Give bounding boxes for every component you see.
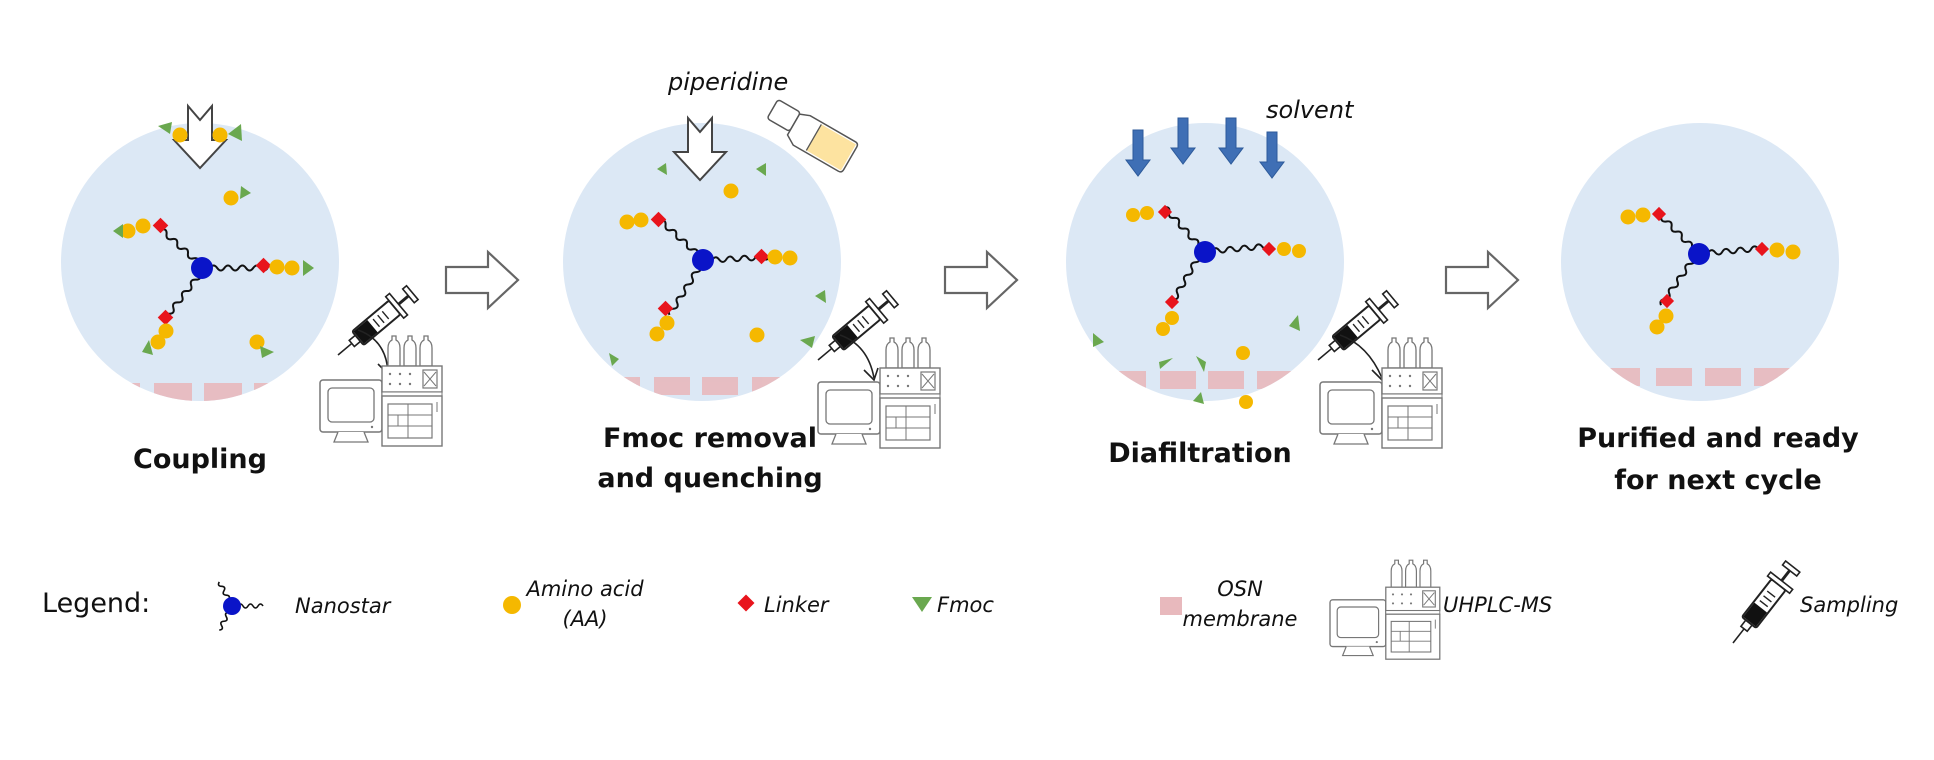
legend-item-sampling: Sampling	[1720, 556, 1898, 654]
legend-item-linker: Linker	[737, 593, 830, 617]
amino-acid-icon	[503, 596, 521, 614]
step-arrow-2	[943, 250, 1019, 310]
linker-icon	[737, 594, 755, 612]
legend-label: Fmoc	[937, 593, 994, 617]
legend-label: OSN	[1217, 577, 1263, 601]
syringe-icon	[1720, 556, 1806, 654]
stage-label-diafiltration: Diafiltration	[1108, 438, 1292, 469]
legend-item-amino-acid: Amino acid (AA)	[503, 577, 644, 631]
reagent-label-solvent: solvent	[1266, 96, 1355, 124]
step-arrow-1	[444, 250, 520, 310]
legend-label: (AA)	[562, 607, 607, 631]
fmoc-icon	[912, 597, 932, 612]
nanostar	[113, 217, 314, 355]
nanostar	[1620, 206, 1801, 335]
legend-label: Linker	[764, 593, 830, 617]
stage-label-purified-line2: for next cycle	[1614, 465, 1821, 496]
legend-label: Nanostar	[295, 594, 392, 618]
stage-fmoc-removal: piperidine Fmoc removal and quenching	[563, 68, 941, 494]
stage-label-fmoc-removal-line2: and quenching	[597, 463, 822, 494]
uhplc-ms-icon	[1329, 559, 1441, 660]
uhplc-ms-icon	[1319, 337, 1443, 449]
step-arrow-3	[1444, 250, 1520, 310]
nanostar-icon	[216, 580, 264, 632]
membrane-icon	[1160, 597, 1182, 615]
sampling-arrow	[839, 334, 875, 379]
piperidine-vial	[767, 99, 859, 173]
stage-label-fmoc-removal-line1: Fmoc removal	[603, 423, 817, 454]
nanostar	[1126, 204, 1306, 336]
sampling-arrow	[1339, 334, 1383, 379]
legend-item-membrane: OSN membrane	[1160, 577, 1297, 631]
legend: Legend: Nanostar Amino acid (AA) Linker …	[42, 556, 1898, 660]
stage-diafiltration: solvent Diafiltration	[1066, 96, 1443, 469]
legend-label: Amino acid	[524, 577, 644, 601]
legend-title: Legend:	[42, 588, 150, 619]
legend-item-nanostar: Nanostar	[216, 580, 392, 632]
legend-label: Sampling	[1800, 593, 1898, 617]
legend-item-uhplc-ms: UHPLC-MS	[1329, 559, 1552, 660]
legend-label: UHPLC-MS	[1443, 593, 1552, 617]
stage-label-coupling: Coupling	[133, 444, 267, 475]
legend-label: membrane	[1183, 607, 1298, 631]
uhplc-ms-icon	[817, 337, 941, 449]
legend-item-fmoc: Fmoc	[912, 593, 994, 617]
stage-purified: Purified and ready for next cycle	[1561, 123, 1859, 496]
stage-coupling: Coupling	[61, 105, 443, 475]
uhplc-ms-icon	[319, 335, 443, 447]
reagent-label-piperidine: piperidine	[667, 68, 788, 96]
stage-label-purified-line1: Purified and ready	[1577, 423, 1859, 454]
